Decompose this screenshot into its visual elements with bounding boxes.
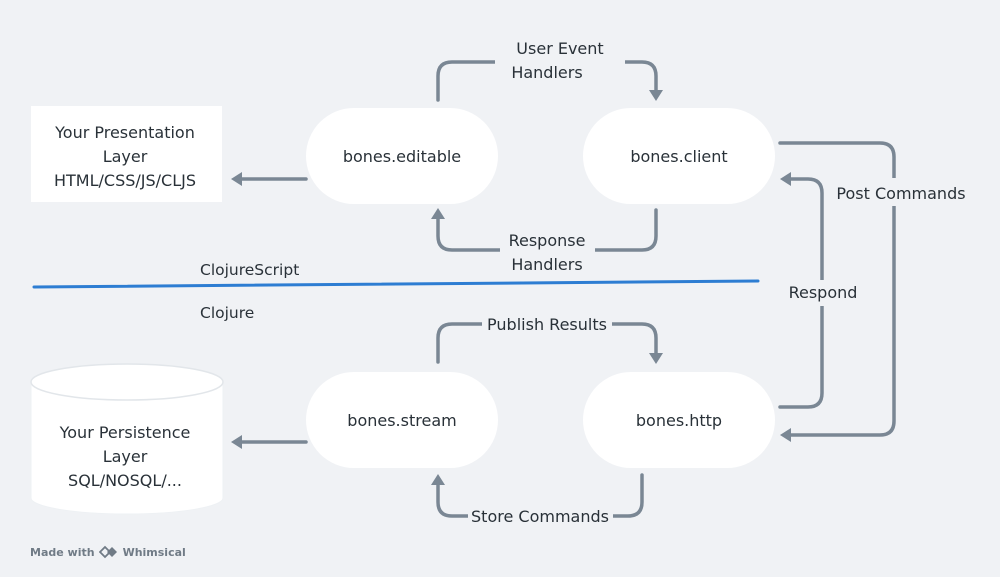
persistence-line3: SQL/NOSQL/... (68, 471, 182, 490)
connector-post-commands (778, 141, 896, 437)
presentation-line2: Layer (103, 147, 148, 166)
bones-http-label: bones.http (636, 411, 722, 430)
footer-prefix: Made with (30, 545, 95, 559)
arrowhead-user-event (649, 90, 663, 101)
persistence-layer-cylinder: Your Persistence Layer SQL/NOSQL/... (30, 363, 224, 515)
bones-editable-label: bones.editable (343, 147, 461, 166)
arrowhead-publish-results (649, 353, 663, 364)
footer-brand: Whimsical (122, 545, 186, 559)
presentation-line1: Your Presentation (54, 123, 195, 142)
arrowhead-editable-presentation (231, 172, 242, 186)
arrowhead-stream-persistence (231, 435, 242, 449)
label-post-commands: Post Commands (836, 184, 965, 203)
label-store-commands: Store Commands (471, 507, 609, 526)
node-bones-client: bones.client (583, 108, 775, 204)
label-response-line1: Response (509, 231, 586, 250)
persistence-line1: Your Persistence (59, 423, 191, 442)
label-user-event-line1: User Event (516, 39, 603, 58)
edge-labels: User Event Handlers Response Handlers Po… (468, 36, 968, 530)
bones-stream-label: bones.stream (347, 411, 456, 430)
node-bones-editable: bones.editable (306, 108, 498, 204)
arrowhead-respond (780, 172, 791, 186)
label-respond: Respond (789, 283, 858, 302)
node-bones-http: bones.http (583, 372, 775, 468)
clojurescript-label: ClojureScript (200, 261, 299, 279)
clojure-label: Clojure (200, 304, 254, 322)
arrowhead-post-commands (780, 428, 791, 442)
presentation-line3: HTML/CSS/JS/CLJS (54, 171, 196, 190)
bones-client-label: bones.client (630, 147, 727, 166)
label-user-event-line2: Handlers (511, 63, 582, 82)
made-with-footer[interactable]: Made with Whimsical (30, 545, 186, 559)
whimsical-logo-icon (98, 545, 119, 559)
arrowhead-store-commands (431, 474, 445, 485)
label-response-line2: Handlers (511, 255, 582, 274)
presentation-layer-box: Your Presentation Layer HTML/CSS/JS/CLJS (31, 106, 222, 202)
persistence-line2: Layer (103, 447, 148, 466)
node-bones-stream: bones.stream (306, 372, 498, 468)
layer-divider-line (32, 279, 760, 289)
label-publish-results: Publish Results (487, 315, 607, 334)
arrowhead-response (431, 208, 445, 219)
